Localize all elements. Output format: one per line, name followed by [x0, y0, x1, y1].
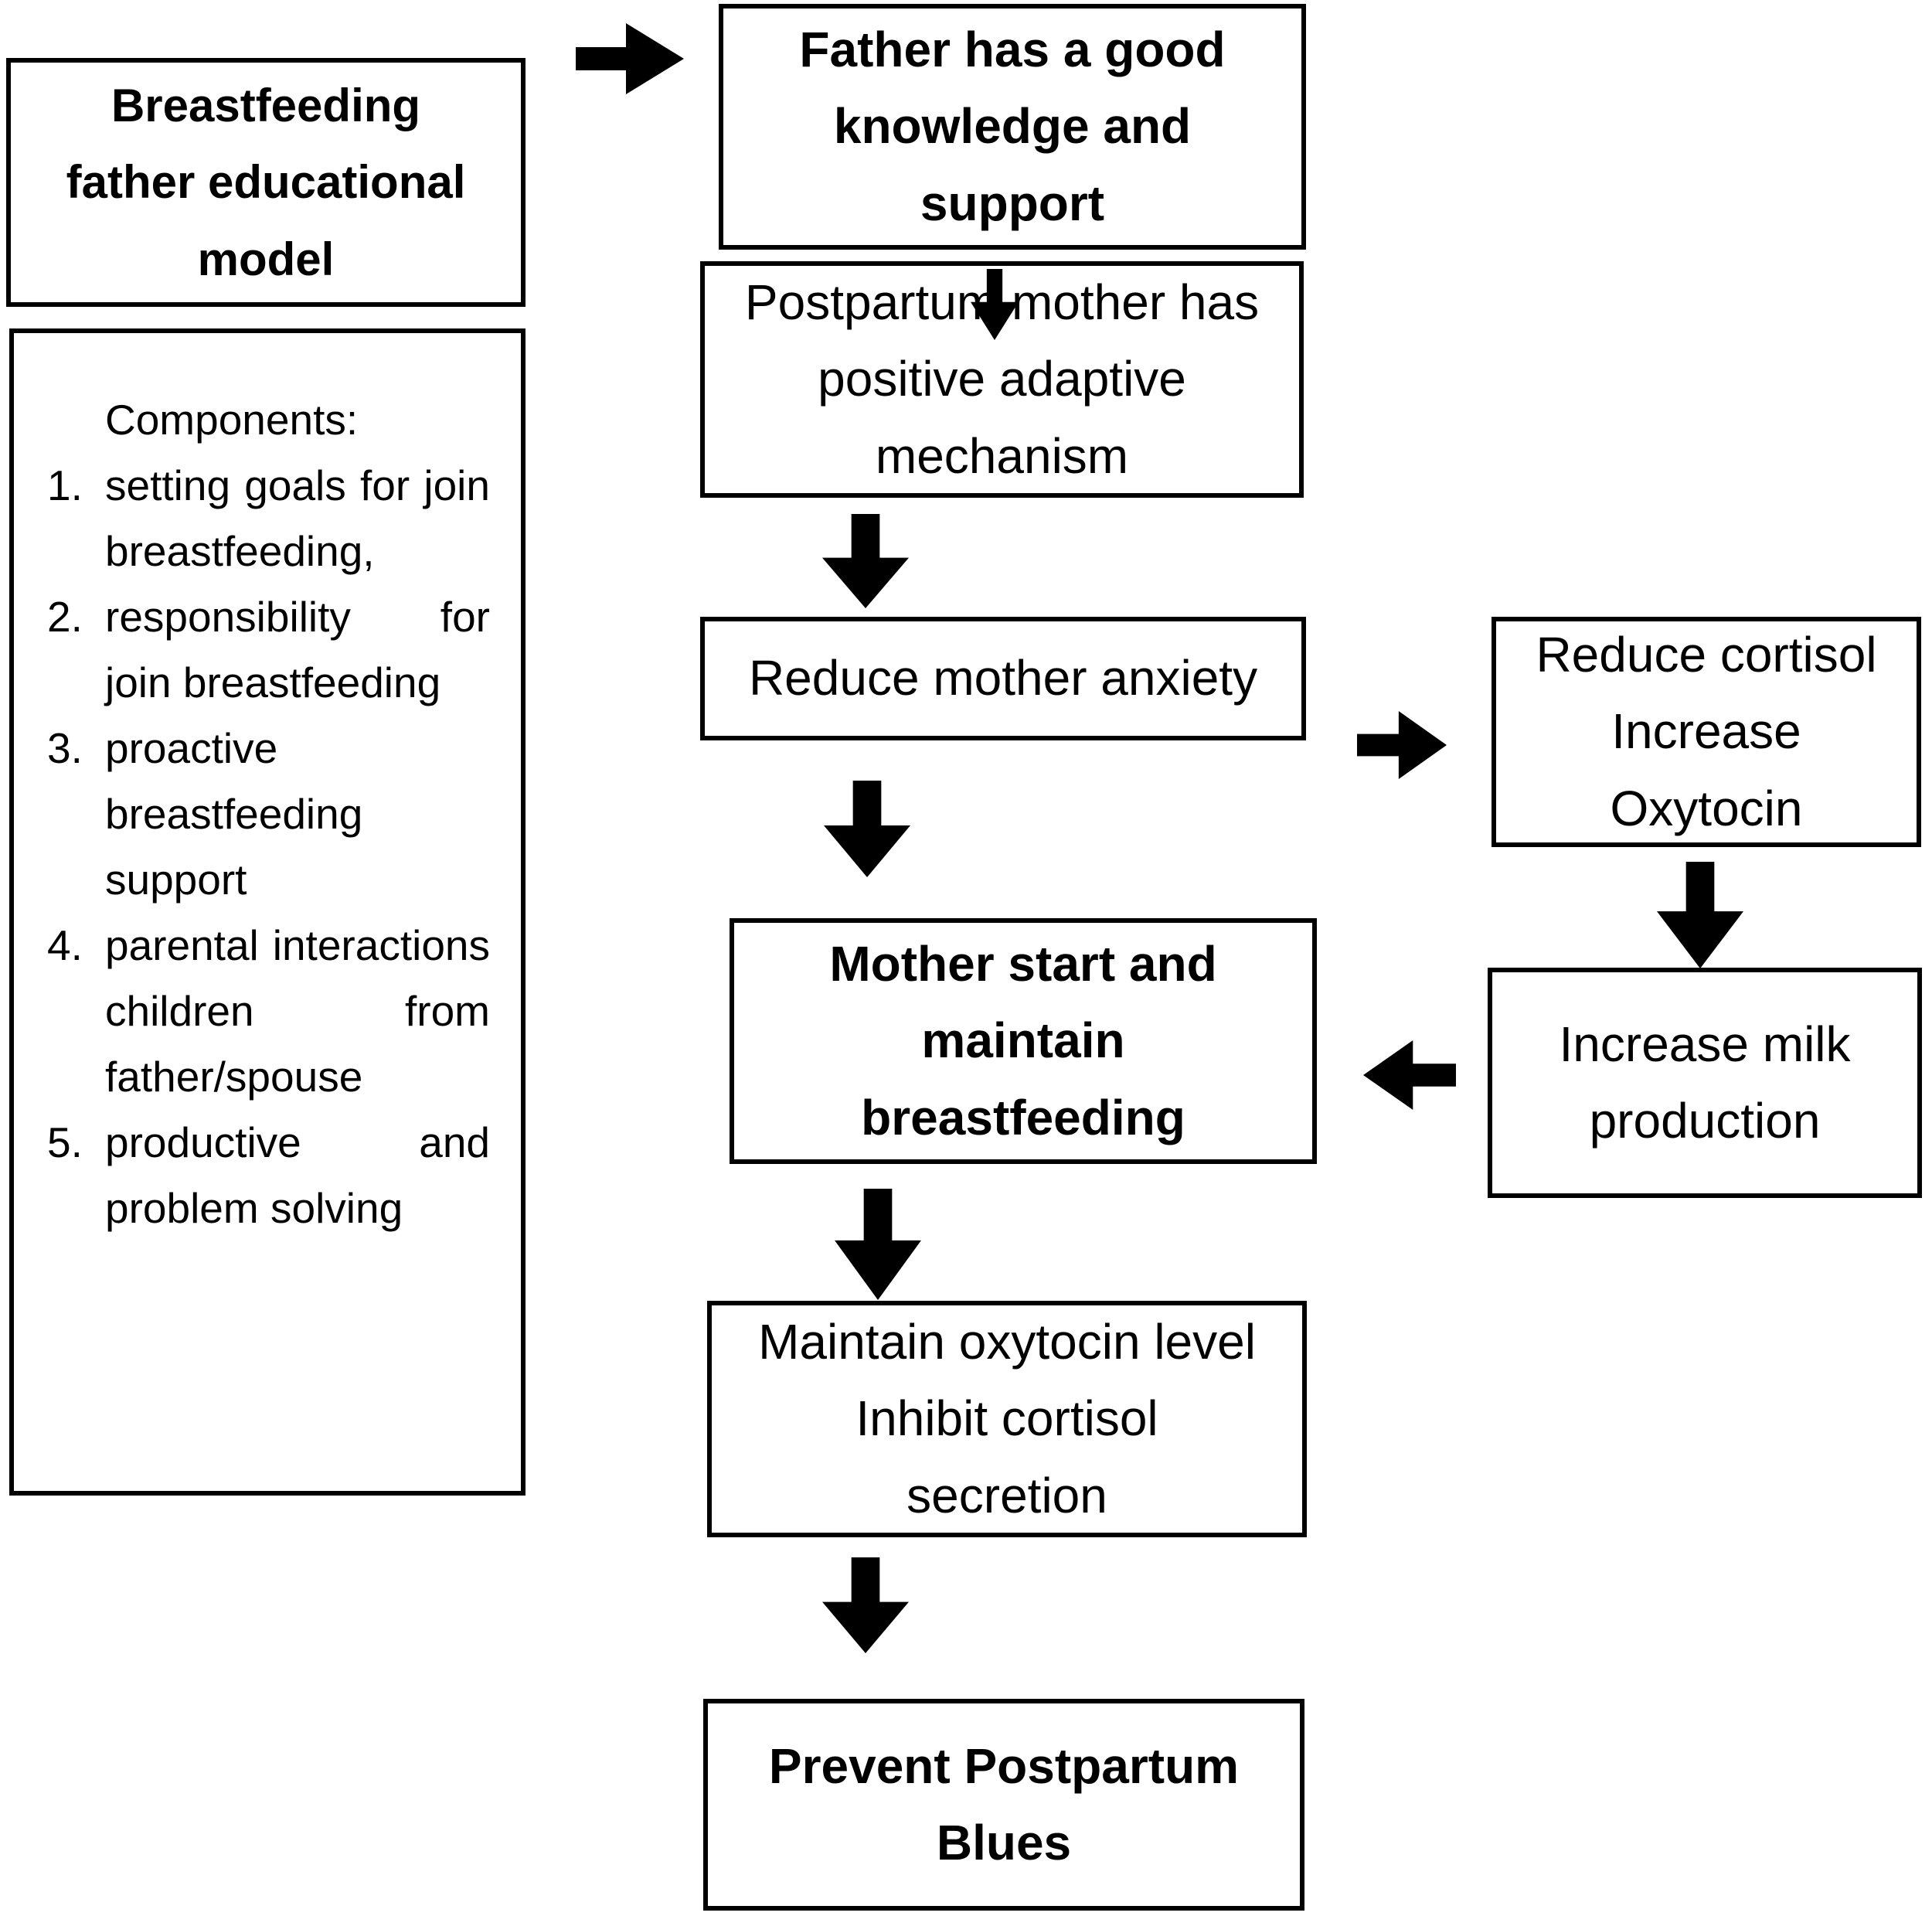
list-item-number: 4. [47, 921, 83, 969]
model-box: Breastfeeding father educational model [6, 58, 526, 307]
prevent-box: Prevent Postpartum Blues [703, 1699, 1304, 1911]
mother-box-label: Mother start and maintain breastfeeding [829, 936, 1217, 1145]
cortisol-box: Reduce cortisol Increase Oxytocin [1492, 617, 1921, 847]
list-item-text: productive and problem solving [105, 1118, 490, 1232]
list-item-text: responsibility for join breastfeeding [105, 593, 490, 706]
list-item-text: proactive breastfeeding support [105, 724, 363, 904]
list-item: 3. proactive breastfeeding support [14, 716, 490, 913]
arrow-down-father-to-postpartum-icon [971, 269, 1019, 340]
list-item-number: 2. [47, 593, 83, 641]
list-item-number: 5. [47, 1118, 83, 1166]
list-item: 1. setting goals for join breastfeeding, [14, 453, 490, 584]
postpartum-box-label: Postpartum mother has positive adaptive … [744, 274, 1260, 484]
list-item-number: 1. [47, 461, 83, 509]
model-box-label: Breastfeeding father educational model [66, 79, 466, 285]
list-item: 4. parental interactions children from f… [14, 913, 490, 1110]
father-box: Father has a good knowledge and support [719, 4, 1306, 250]
arrow-down-postpartum-to-anxiety-icon [822, 514, 909, 608]
list-item: 5. productive and problem solving [14, 1110, 490, 1241]
list-item-text: setting goals for join breastfeeding, [105, 461, 490, 575]
components-box: Components: 1. setting goals for join br… [9, 328, 526, 1496]
prevent-box-label: Prevent Postpartum Blues [768, 1737, 1240, 1870]
maintain-box: Maintain oxytocin level Inhibit cortisol… [707, 1301, 1307, 1537]
arrow-down-maintain-to-prevent-icon [822, 1557, 909, 1653]
anxiety-box-label: Reduce mother anxiety [748, 650, 1258, 706]
maintain-box-label: Maintain oxytocin level Inhibit cortisol… [758, 1314, 1256, 1523]
arrow-down-cortisol-to-milk-icon [1657, 862, 1743, 968]
milk-box: Increase milk production [1488, 968, 1922, 1198]
list-item: 2. responsibility for join breastfeeding [14, 584, 490, 716]
arrow-down-mother-to-maintain-icon [835, 1189, 921, 1300]
arrow-right-model-to-father-icon [576, 23, 684, 94]
anxiety-box: Reduce mother anxiety [700, 617, 1306, 740]
arrow-left-milk-to-mother-icon [1363, 1040, 1456, 1110]
components-heading: Components: [105, 396, 359, 444]
arrow-down-anxiety-to-mother-icon [824, 781, 910, 877]
list-item-text: parental interactions children from fath… [105, 921, 490, 1101]
milk-box-label: Increase milk production [1559, 1016, 1851, 1149]
list-item-number: 3. [47, 724, 83, 772]
arrow-right-anxiety-to-cortisol-icon [1357, 711, 1447, 779]
cortisol-box-label: Reduce cortisol Increase Oxytocin [1536, 627, 1877, 836]
mother-box: Mother start and maintain breastfeeding [730, 918, 1317, 1164]
father-box-label: Father has a good knowledge and support [799, 22, 1226, 231]
